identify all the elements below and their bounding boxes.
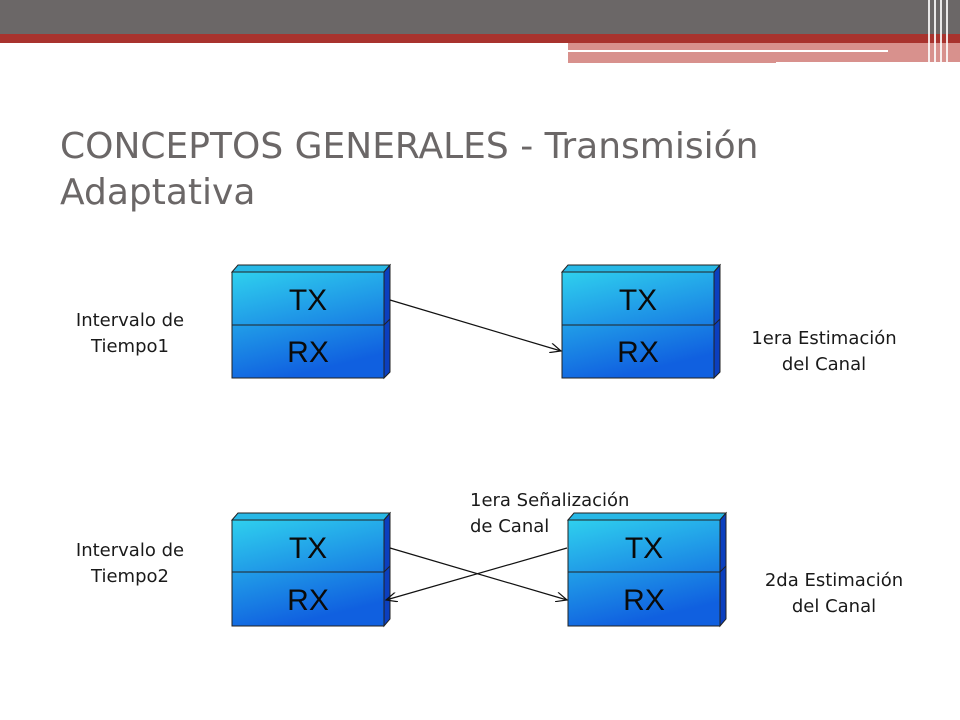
rx-label: RX	[617, 336, 659, 369]
node-row1-left: TX RX	[230, 263, 392, 380]
label-line: del Canal	[791, 596, 877, 617]
accent-line	[568, 50, 888, 52]
label-line: Tiempo2	[91, 566, 169, 587]
node-row2-right: TX RX	[566, 511, 728, 628]
tx-label: TX	[625, 532, 663, 565]
label-line: Intervalo de	[75, 310, 185, 331]
label-line: 1era Señalización	[470, 490, 630, 511]
label-line: 2da Estimación	[764, 570, 904, 591]
label-line: del Canal	[781, 354, 867, 375]
node-row1-right: TX RX	[560, 263, 722, 380]
label-line: Tiempo1	[91, 336, 169, 357]
label-line: de Canal	[470, 516, 550, 537]
slide-title: CONCEPTOS GENERALES - Transmisión Adapta…	[60, 126, 759, 213]
rx-label: RX	[287, 584, 329, 617]
decorative-stripes	[928, 0, 952, 64]
tx-label: TX	[619, 284, 657, 317]
accent-band-light	[568, 43, 960, 63]
rx-label: RX	[287, 336, 329, 369]
row2-signaling-label: 1era Señalización de Canal	[470, 488, 670, 540]
rx-label: RX	[623, 584, 665, 617]
label-line: 1era Estimación	[751, 328, 897, 349]
header-bar	[0, 0, 960, 34]
row2-time-label: Intervalo de Tiempo2	[50, 538, 210, 590]
arrow-row2-signaling	[386, 547, 568, 600]
accent-line-2	[776, 62, 960, 64]
accent-band	[0, 34, 960, 43]
tx-label: TX	[289, 532, 327, 565]
row1-time-label: Intervalo de Tiempo1	[50, 308, 210, 360]
tx-label: TX	[289, 284, 327, 317]
row1-estimation-label: 1era Estimación del Canal	[724, 326, 924, 378]
row2-estimation-label: 2da Estimación del Canal	[734, 568, 934, 620]
arrow-row1-tx-to-rx	[389, 299, 561, 351]
node-row2-left: TX RX	[230, 511, 392, 628]
label-line: Intervalo de	[75, 540, 185, 561]
